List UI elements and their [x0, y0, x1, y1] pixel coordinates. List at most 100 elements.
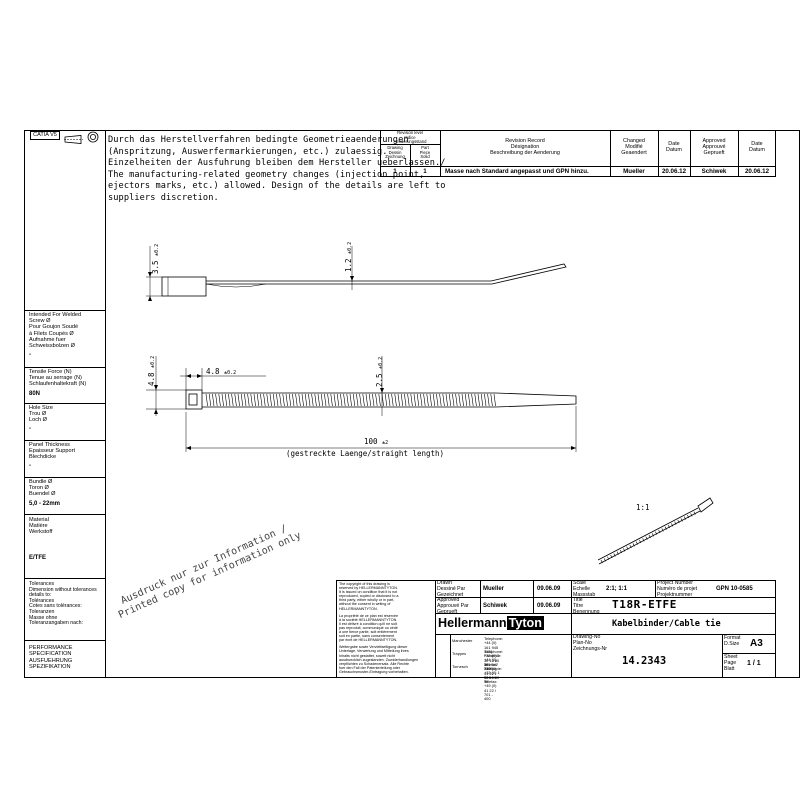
- spec-column-border: [105, 130, 106, 678]
- spec-label: Toron Ø: [29, 485, 49, 492]
- spec-label: Panel Thickness: [29, 442, 70, 448]
- header-text: Revision Record: [505, 138, 545, 144]
- copyright-line: Weitergabe sowie Vervielfaeltigung diese…: [339, 645, 408, 650]
- iso-serration: [674, 521, 677, 525]
- approved-header: Approved Approuvé Geprueft: [690, 138, 738, 156]
- band-serration: [464, 393, 468, 407]
- scale-value: 2:1; 1:1: [606, 586, 628, 592]
- label-text: Drawing-No: [573, 634, 601, 640]
- iso-serration: [600, 559, 603, 564]
- catia-label: CATIA V5: [33, 132, 57, 138]
- band-serration: [461, 393, 464, 407]
- band-serration: [320, 393, 324, 407]
- iso-serration: [639, 539, 642, 544]
- band-serration: [285, 393, 288, 407]
- band-serration: [484, 393, 487, 407]
- tb-divider: [722, 634, 723, 678]
- iso-serration: [616, 551, 619, 555]
- spec-label: Tensile Force (N): [29, 369, 72, 375]
- iso-serration: [690, 513, 693, 517]
- revision-divider: [658, 130, 659, 177]
- header-text: Désignation: [510, 144, 540, 150]
- copyright-line: verpflichten zu Schadenersatz. Alle Rech…: [339, 661, 410, 666]
- band-serration: [221, 393, 224, 407]
- revision-divider: [410, 144, 411, 177]
- copyright-line: à une tierce partie, soit entièrement: [339, 630, 397, 635]
- copyright-line: HELLERMANNTYTON.: [339, 606, 378, 611]
- iso-serration: [693, 511, 696, 515]
- spec-label: à Filets Coupés Ø: [29, 330, 74, 337]
- band-serration: [394, 393, 397, 407]
- title-block: [336, 580, 776, 678]
- band-serration: [308, 393, 311, 407]
- band-serration: [224, 393, 228, 407]
- band-serration: [260, 393, 263, 407]
- iso-serration: [632, 543, 635, 547]
- band-serration: [436, 393, 439, 407]
- spec-label: AUSFUEHRUNG: [29, 657, 73, 664]
- office-line: Telefax: +49 (0) 41 22 / 701 - 400: [484, 679, 498, 702]
- band-serration: [317, 393, 320, 407]
- spec-hole: Hole Size Trou Ø Loch Ø: [29, 405, 53, 424]
- spec-label: Cotes sans tolérances:: [29, 603, 82, 610]
- office-line: Facsimile: +44 (0) 161 947 2209: [484, 653, 502, 672]
- office-line: Telephone: +33 (0) 1 30 13 80 00: [484, 649, 504, 667]
- svg-text:4.8 ±0.2: 4.8 ±0.2: [206, 367, 236, 376]
- band-serration: [420, 393, 423, 407]
- approved-by: Schiwek: [483, 603, 508, 609]
- projection-circle-icon: [87, 130, 99, 143]
- band-serration: [442, 393, 445, 407]
- iso-serration: [664, 526, 667, 530]
- band-serration: [391, 393, 394, 407]
- projection-cone-icon: [64, 131, 84, 144]
- spec-label: Toleranzen: [29, 608, 55, 615]
- svg-text:3.5 ±0.2: 3.5 ±0.2: [151, 244, 160, 274]
- band-serration: [471, 393, 474, 407]
- label-text: Numéro de projet: [657, 585, 698, 592]
- dim-height-top: 3.5: [151, 260, 160, 274]
- spec-label: Tolerances: [29, 581, 55, 587]
- spec-welded: Intended For Welded Screw Ø Pour Goujon …: [29, 312, 81, 349]
- iso-serration: [677, 519, 680, 524]
- tb-divider: [435, 613, 571, 614]
- side-view-tail: [206, 263, 567, 285]
- band-serration: [439, 393, 442, 407]
- iso-serration: [651, 533, 654, 537]
- svg-text:100 ±2: 100 ±2: [364, 437, 388, 446]
- band-serration: [311, 393, 314, 407]
- copyright-line: à la société HELLERMANNTYTON.: [339, 617, 398, 622]
- header-text: Zeichnung: [385, 154, 405, 160]
- spec-label: Dimension without tolerances: [29, 586, 97, 593]
- band-serration: [288, 393, 292, 407]
- header-text: Indice: [404, 134, 416, 140]
- band-serration: [378, 393, 381, 407]
- band-serration: [397, 393, 400, 407]
- date-header: Date Datum: [658, 141, 690, 153]
- office-line: Telephone: +44 (0) 161 945 4181: [484, 636, 504, 654]
- cable-tie-drawing: 3.5 ±0.2 1.2 ±0.2 4.8 ±0.2 4.8 ±0.2 2.5 …: [146, 242, 714, 565]
- tb-divider: [480, 580, 481, 613]
- label-text: Plan-No: [573, 639, 592, 646]
- copyright-line: Inhalts nicht gestattet, soweit nicht: [339, 653, 396, 658]
- scale-label: Scale Echelle Massstab: [573, 580, 595, 598]
- band-serration: [336, 393, 340, 407]
- spec-bundle-value: 5,0 - 22mm: [29, 501, 61, 507]
- note-line: suppliers discretion.: [108, 192, 219, 203]
- band-serration: [429, 393, 432, 407]
- spec-label: Loch Ø: [29, 417, 48, 424]
- band-serration: [487, 393, 490, 407]
- copyright-line: third party, either wholly or in part,: [339, 598, 395, 603]
- band-serration: [234, 393, 237, 407]
- label-text: Approved: [437, 597, 460, 603]
- iso-serration: [607, 556, 610, 560]
- office-city: Tornesch: [452, 664, 468, 669]
- band-serration: [333, 393, 336, 407]
- dim-tolerance: ±0.2: [347, 242, 353, 254]
- revision-divider: [690, 130, 691, 177]
- iso-serration: [603, 558, 606, 562]
- spec-welded-value: -: [29, 352, 31, 358]
- spec-performance: PERFORMANCE SPECIFICATION AUSFUEHRUNG SP…: [29, 645, 73, 671]
- copyright-line: Gebrauchsmuster-Eintragung vorbehalten.: [339, 669, 409, 674]
- header-text: Beschreibung der Aenderung: [490, 150, 560, 156]
